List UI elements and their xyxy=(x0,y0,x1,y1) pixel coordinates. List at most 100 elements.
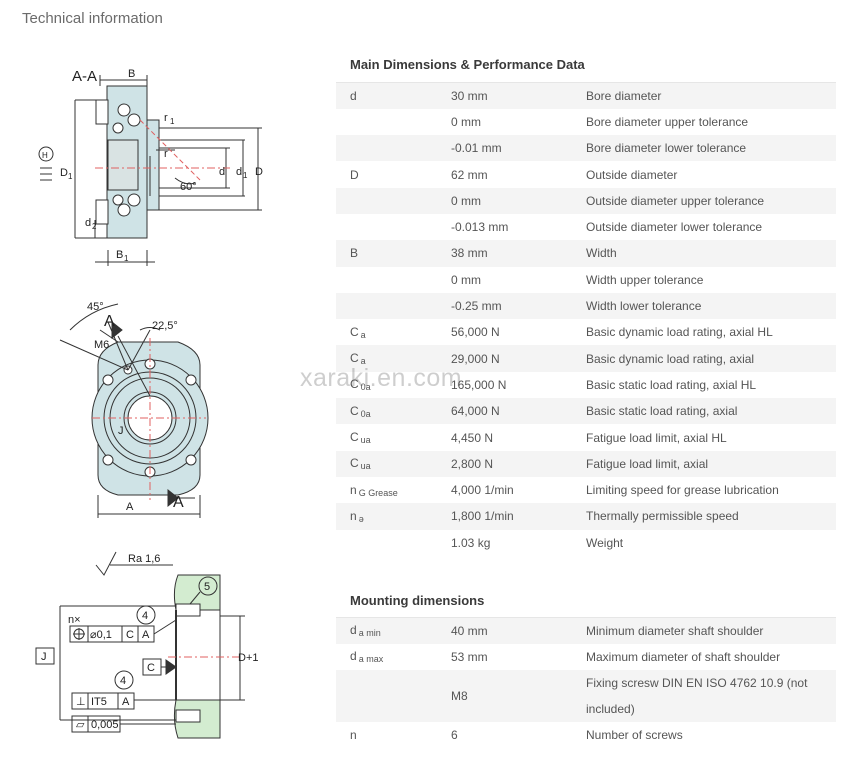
value-cell: 62 mm xyxy=(451,167,488,182)
value-cell: 4,450 N xyxy=(451,430,494,445)
symbol-cell xyxy=(336,214,437,240)
description-cell: Bore diameter xyxy=(573,82,836,109)
value-cell: 165,000 N xyxy=(451,377,507,392)
symbol-cell xyxy=(336,135,437,162)
label-b: B xyxy=(128,68,135,80)
value-cell: 0 mm xyxy=(437,187,573,214)
label-ra: Ra 1,6 xyxy=(128,553,160,565)
label-22-5: 22,5° xyxy=(152,320,178,332)
label-m6: M6 xyxy=(94,339,109,351)
symbol: C xyxy=(350,403,359,418)
mounting-dimensions-title: Mounting dimensions xyxy=(350,593,485,608)
label-a-ref: A xyxy=(142,629,150,641)
description-cell: Basic static load rating, axial HL xyxy=(586,377,757,392)
description-cell: Bore diameter lower tolerance xyxy=(573,135,836,162)
value-cell: 40 mm xyxy=(437,617,573,644)
symbol: d xyxy=(350,623,357,638)
label-flatness-icon: ▱ xyxy=(76,719,85,731)
description-cell: Basic dynamic load rating, axial HL xyxy=(586,325,773,340)
symbol-subscript: ə xyxy=(358,513,364,524)
label-r1-sub: 1 xyxy=(170,117,175,126)
symbol-subscript: ua xyxy=(360,435,371,445)
value-cell: -0.013 mm xyxy=(451,220,509,235)
value-cell: 0 mm xyxy=(451,114,481,129)
symbol-cell xyxy=(336,109,437,135)
symbol: n xyxy=(350,508,357,523)
technical-drawings: A-A B r 1 r 60° d d 1 D D 1 d 2 B 1 H xyxy=(0,0,330,761)
label-d2: d xyxy=(85,217,91,229)
value-cell: 2,800 N xyxy=(437,450,573,477)
symbol-subscript: a xyxy=(360,356,366,367)
label-45: 45° xyxy=(87,301,104,313)
label-phi: ⌀0,1 xyxy=(90,629,112,641)
value-cell: 56,000 N xyxy=(451,325,500,340)
symbol-subscript: 0a xyxy=(360,408,371,419)
label-j-box: J xyxy=(41,651,47,663)
symbol-subscript: a xyxy=(360,329,366,340)
value-cell: 53 mm xyxy=(451,649,488,664)
label-a-perp: A xyxy=(122,696,130,708)
description-cell: Width upper tolerance xyxy=(586,272,704,287)
label-5: 5 xyxy=(204,581,210,593)
main-dimensions-title: Main Dimensions & Performance Data xyxy=(350,57,585,72)
label-60: 60° xyxy=(180,181,197,193)
label-d2-sub: 2 xyxy=(92,222,97,231)
symbol-subscript: 0a xyxy=(360,382,371,393)
symbol-subscript: a min xyxy=(358,628,381,639)
label-b1-sub: 1 xyxy=(124,254,129,263)
section-view xyxy=(38,75,262,266)
label-c-ref: C xyxy=(126,629,134,641)
description-cell: Basic static load rating, axial xyxy=(573,398,836,425)
label-flatness: 0,005 xyxy=(91,719,119,731)
description-cell: Width xyxy=(573,240,836,267)
value-cell: M8 xyxy=(437,670,573,723)
symbol-cell xyxy=(336,292,437,320)
description-cell: Limiting speed for grease lubrication xyxy=(586,483,779,498)
label-4-top: 4 xyxy=(142,610,148,622)
symbol: C xyxy=(350,377,359,392)
symbol-cell xyxy=(336,187,437,214)
description-cell: Basic dynamic load rating, axial xyxy=(573,345,836,372)
label-dd: D xyxy=(255,166,263,178)
label-nx: n× xyxy=(68,614,81,626)
value-cell: -0.25 mm xyxy=(437,292,573,320)
description-cell: Thermally permissible speed xyxy=(573,503,836,530)
watermark: xaraki.en.com xyxy=(300,364,463,392)
symbol-cell xyxy=(336,267,437,293)
value-cell: 30 mm xyxy=(437,82,573,109)
description-cell: Bore diameter upper tolerance xyxy=(586,114,749,129)
value-cell: 29,000 N xyxy=(437,345,573,372)
label-c-box: C xyxy=(147,662,155,674)
symbol: B xyxy=(350,246,359,261)
description-cell: Fatigue load limit, axial xyxy=(573,450,836,477)
value-cell: 1,800 1/min xyxy=(437,503,573,530)
value-cell: 4,000 1/min xyxy=(451,483,514,498)
value-cell: 38 mm xyxy=(437,240,573,267)
value-cell: 0 mm xyxy=(451,272,481,287)
label-h: H xyxy=(42,151,48,160)
symbol: C xyxy=(350,430,359,444)
label-perp: ⊥ xyxy=(76,696,86,708)
